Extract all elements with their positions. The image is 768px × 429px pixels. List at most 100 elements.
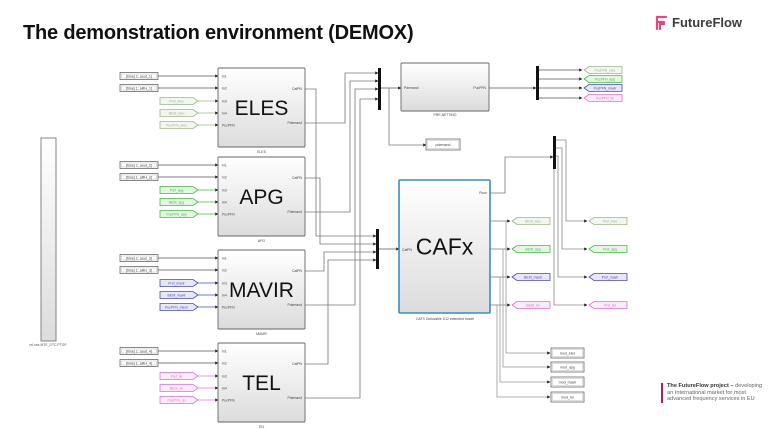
goto-tag-pref-label: Pref_apg bbox=[603, 247, 617, 251]
from-tag bbox=[159, 186, 199, 194]
left-tall-block bbox=[40, 137, 57, 342]
port-in-label: Pdemand bbox=[404, 86, 419, 90]
pre-netting-subsystem bbox=[400, 62, 490, 112]
mod-goto-block bbox=[550, 376, 585, 388]
subsystem-apg bbox=[217, 156, 306, 237]
goto-tag-best bbox=[511, 245, 551, 253]
mod-goto-block-label: mod_eles bbox=[560, 351, 576, 355]
from-block bbox=[119, 347, 159, 355]
pdemand-goto-inner bbox=[427, 140, 459, 149]
port-in-label: PucPFN bbox=[222, 212, 235, 216]
block-caption: ELES bbox=[257, 150, 266, 154]
goto-tag-pucpfn bbox=[583, 94, 623, 102]
from-block-label: [time] 1: aout_4] bbox=[126, 349, 152, 353]
goto-tag-best bbox=[511, 273, 551, 281]
goto-tag-best-label: BESt_tel bbox=[526, 303, 539, 307]
subsystem-apg-title: APG bbox=[239, 186, 283, 209]
pdemand-line bbox=[305, 97, 379, 399]
from-block bbox=[119, 84, 159, 92]
from-block-inner bbox=[121, 267, 157, 273]
cafpn-line bbox=[305, 258, 377, 365]
mod-goto-block bbox=[550, 347, 585, 359]
port-in-label: In4 bbox=[222, 386, 227, 390]
from-block-label: [time] 1: aRH_4] bbox=[126, 361, 152, 365]
goto-tag-best-label: BESt_apg bbox=[525, 247, 540, 251]
goto-tag-pucpfn-label: PucPFN_mavir bbox=[594, 86, 618, 90]
pre-netting-block: Pdemand PucPFN PRE-NETTING bbox=[400, 62, 490, 117]
goto-tag-best bbox=[511, 301, 551, 309]
tso-block-eles: [time] 1: aout_1][time] 1: aRH_1]Pref_el… bbox=[119, 67, 306, 154]
goto-tag-best-label: BESt_eles bbox=[525, 219, 541, 223]
goto-tag-pucpfn bbox=[583, 84, 623, 92]
from-block-label: [time] 1: aout_2] bbox=[126, 163, 152, 167]
block-caption: CAFX Dollovable D12 extended model bbox=[416, 317, 474, 321]
pdemand-goto-label: pdemand bbox=[436, 143, 451, 147]
port-in-label: In4 bbox=[222, 111, 227, 115]
from-tag-label: PucPFN_apg bbox=[166, 212, 186, 216]
from-tag bbox=[159, 384, 199, 392]
tso-block-apg: [time] 1: aout_2][time] 1: aRH_2]Pref_ap… bbox=[119, 156, 306, 243]
goto-tag-pucpfn bbox=[583, 75, 623, 83]
from-block-label: [time] 1: aRH_2] bbox=[126, 175, 152, 179]
port-out-label: CafPN bbox=[292, 87, 303, 91]
cafpn-line bbox=[305, 88, 377, 238]
from-block-inner bbox=[121, 255, 157, 261]
from-tag bbox=[159, 109, 199, 117]
from-block-inner bbox=[121, 348, 157, 354]
block-caption: PRE-NETTING bbox=[434, 113, 457, 117]
port-out-label: CafPN bbox=[292, 176, 303, 180]
goto-tag-best bbox=[511, 217, 551, 225]
port-out-label: CafPN bbox=[292, 269, 303, 273]
from-tag bbox=[159, 291, 199, 299]
mux-cafx bbox=[376, 229, 379, 269]
from-tag bbox=[159, 198, 199, 206]
from-tag bbox=[159, 210, 199, 218]
pdemand-goto bbox=[425, 138, 461, 151]
port-out-label: Pdemand bbox=[287, 303, 302, 307]
from-tag bbox=[159, 279, 199, 287]
mod-line bbox=[502, 249, 551, 369]
port-out-label: Pdemand bbox=[287, 396, 302, 400]
subsystem-mavir-title: MAVIR bbox=[229, 279, 294, 302]
port-in-label: In3 bbox=[222, 281, 227, 285]
mux-pucpfn bbox=[536, 66, 539, 100]
cafx-subsystem bbox=[398, 179, 491, 314]
port-out-label: PucPFN bbox=[473, 86, 486, 90]
from-block bbox=[119, 173, 159, 181]
logo-text: FutureFlow bbox=[672, 15, 743, 30]
pcon-line bbox=[490, 155, 554, 194]
block-caption: APG bbox=[258, 239, 266, 243]
pref-line bbox=[553, 164, 588, 307]
cafpn-line bbox=[305, 250, 377, 272]
block-caption: TEL bbox=[258, 425, 264, 429]
from-block bbox=[119, 254, 159, 262]
subsystem-mavir bbox=[217, 249, 306, 330]
pdemand-tap bbox=[388, 88, 427, 147]
mod-line bbox=[499, 277, 551, 384]
futureflow-logo-icon bbox=[655, 15, 668, 30]
block-caption: MAVIR bbox=[256, 332, 267, 336]
goto-tag-pucpfn bbox=[583, 66, 623, 74]
demux-pcon bbox=[553, 136, 556, 169]
subsystem-eles bbox=[217, 67, 306, 148]
port-in-label: PucPFN bbox=[222, 305, 235, 309]
port-in-label: In1 bbox=[222, 256, 227, 260]
mod-goto-block-label: mod_apg bbox=[560, 365, 575, 369]
from-tag-label: PucPFN_tel bbox=[167, 398, 185, 402]
futureflow-logo: FutureFlow bbox=[655, 15, 742, 30]
from-block bbox=[119, 161, 159, 169]
from-block-inner bbox=[121, 73, 157, 79]
goto-tag-pref bbox=[588, 301, 628, 309]
port-in-label: In2 bbox=[222, 361, 227, 365]
goto-tag-pucpfn-label: PucPFN_eles bbox=[595, 68, 616, 72]
from-tag-label: BESt_tel bbox=[170, 386, 183, 390]
goto-tag-pref bbox=[588, 217, 628, 225]
port-in-label: In3 bbox=[222, 99, 227, 103]
from-block-label: [time] 1: aout_3] bbox=[126, 256, 152, 260]
footnote-lead: The FutureFlow project – bbox=[667, 383, 734, 389]
port-in-label: In2 bbox=[222, 175, 227, 179]
project-footnote: The FutureFlow project – developing an I… bbox=[661, 383, 767, 403]
mux-netting bbox=[378, 68, 381, 110]
port-out-label: Pdemand bbox=[287, 121, 302, 125]
